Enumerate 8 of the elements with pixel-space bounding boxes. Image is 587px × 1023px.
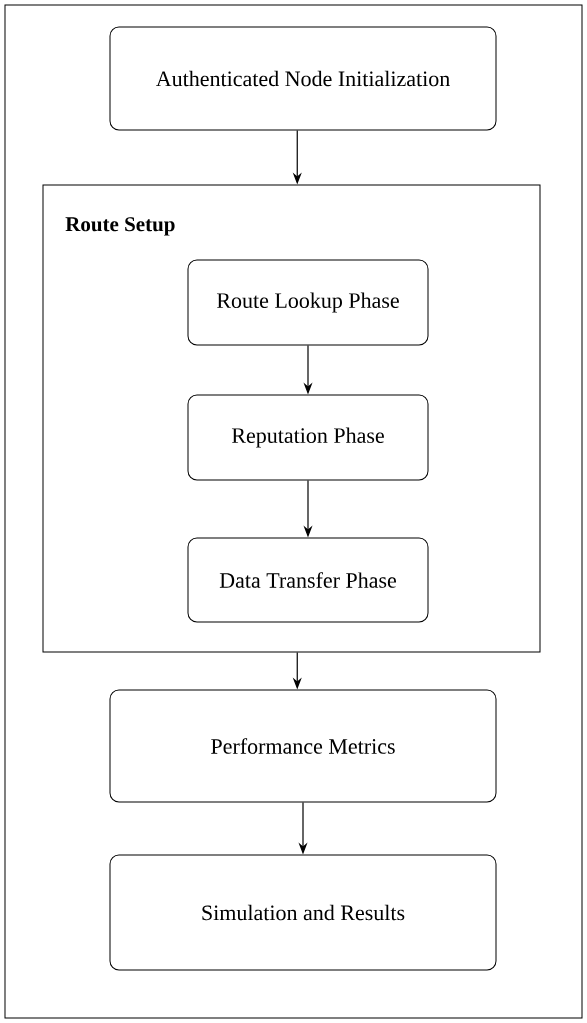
process-box: Data Transfer Phase: [187, 537, 429, 623]
process-box: Route Lookup Phase: [187, 259, 429, 346]
process-box: Reputation Phase: [187, 394, 429, 481]
group-heading: Route Setup: [65, 217, 175, 236]
process-box: Performance Metrics: [109, 689, 497, 803]
process-box: Simulation and Results: [109, 854, 497, 971]
process-box: Authenticated Node Initialization: [109, 26, 497, 131]
group-frame: [42, 184, 541, 653]
